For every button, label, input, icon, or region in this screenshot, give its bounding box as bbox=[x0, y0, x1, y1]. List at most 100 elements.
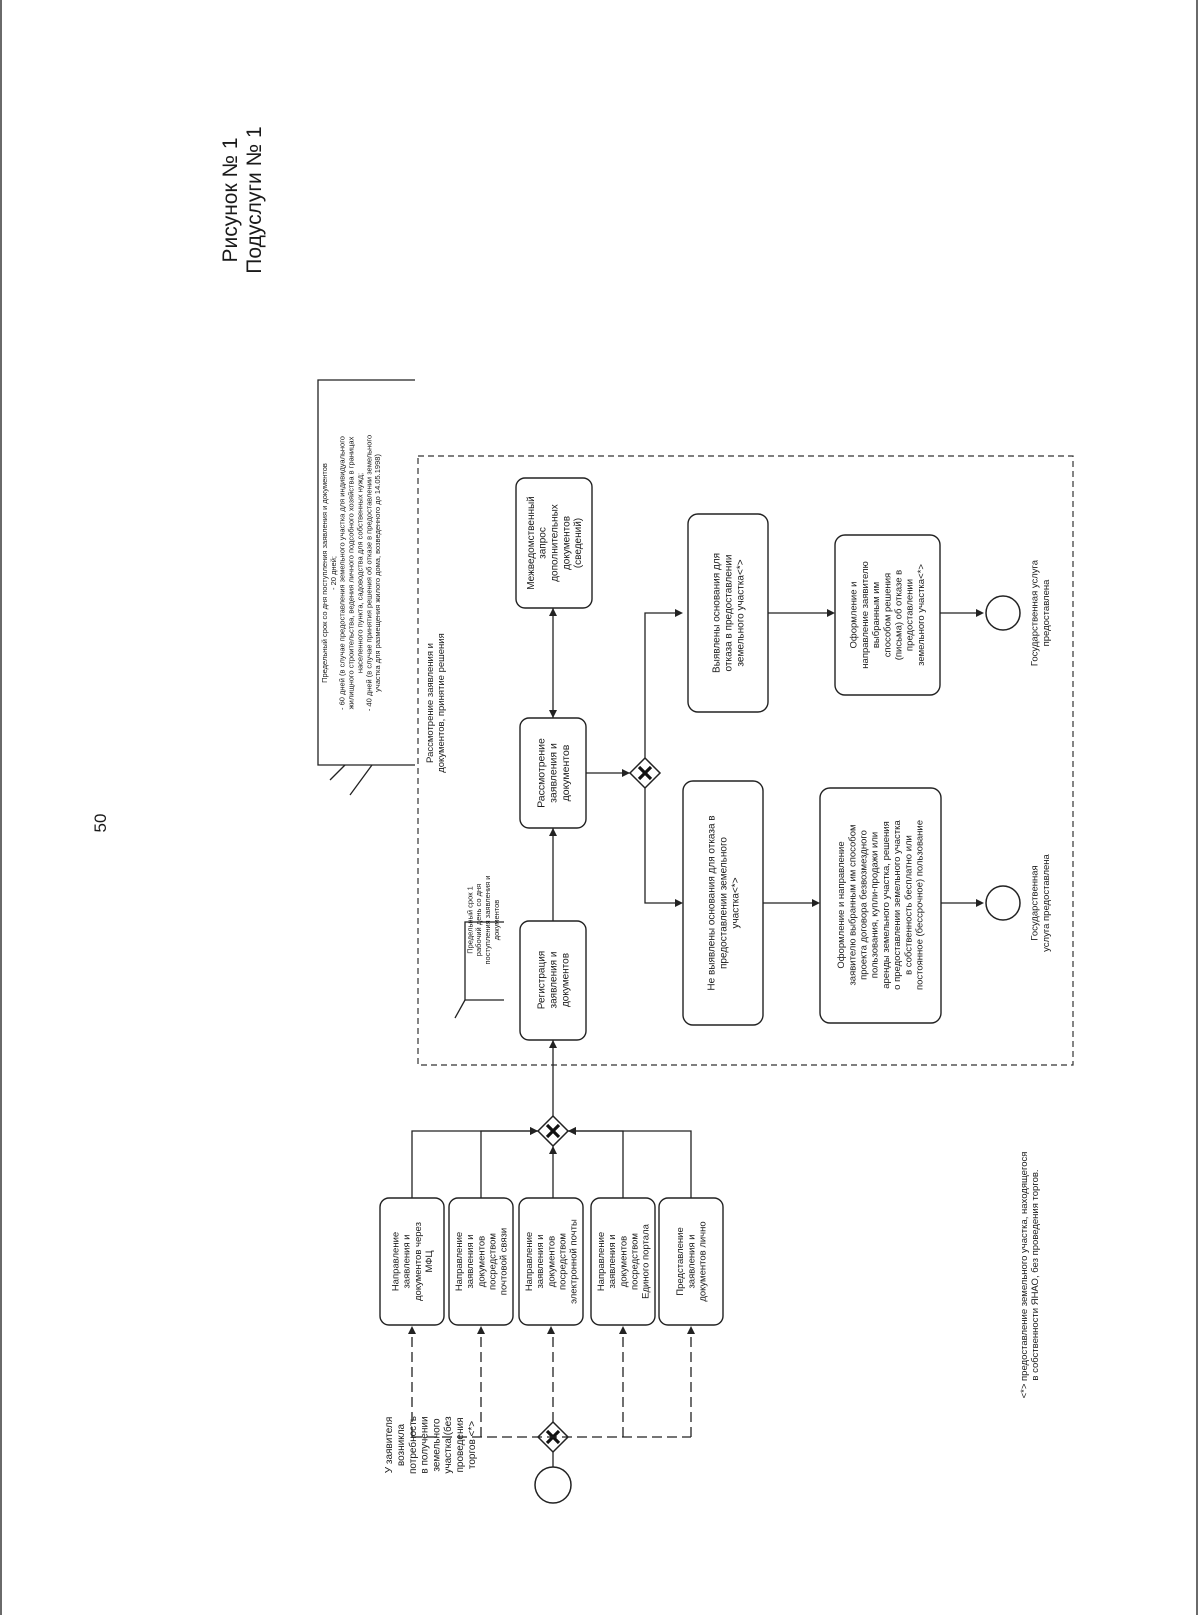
grant-result-label-line: постоянное (бессрочное) пользование bbox=[915, 820, 926, 990]
review-deadline-note-line: - 60 дней (в случае предоставления земел… bbox=[338, 436, 347, 710]
submission-channel-label-line: Единого портала bbox=[641, 1223, 652, 1298]
submission-channel-label-line: заявления и bbox=[535, 1234, 546, 1288]
review-pool-label-line: документов, принятие решения bbox=[436, 633, 447, 773]
submission-channel-label-line: Направление bbox=[454, 1232, 465, 1291]
grounds-label-line: отказа в предоставлении bbox=[724, 555, 735, 672]
refusal-result-label-line: предоставлении bbox=[905, 579, 916, 651]
submission-channel-label-line: заявления и bbox=[402, 1234, 413, 1288]
arrow-head bbox=[549, 608, 557, 616]
refusal-result-label-line: земельного участка<*> bbox=[916, 564, 927, 666]
refusal-result-label-line: Оформление и bbox=[849, 582, 860, 649]
interagency-request-label-line: Межведомственный bbox=[526, 496, 537, 590]
arrow-head bbox=[549, 828, 557, 836]
grant-result-label-line: о предоставлении земельного участка bbox=[892, 819, 903, 989]
arrow-head bbox=[675, 609, 683, 617]
registration-note-bracket bbox=[464, 921, 504, 1001]
registration-label-line: Регистрация bbox=[537, 951, 548, 1009]
submission-channel-label-line: документов bbox=[546, 1236, 557, 1287]
start-event-label-line: проведения bbox=[455, 1418, 466, 1473]
arrow-head bbox=[827, 609, 835, 617]
merge-gateway bbox=[536, 1114, 570, 1148]
review-label-line: Рассмотрение bbox=[535, 738, 547, 808]
review-deadline-note-line: Предельный срок со дня поступления заявл… bbox=[320, 463, 329, 683]
grant-result-label-line: аренды земельного участка, решения bbox=[881, 821, 892, 989]
start-event-circle bbox=[534, 1466, 572, 1504]
no-grounds-label-line: Не выявлены основания для отказа в bbox=[707, 815, 718, 990]
review-deadline-note-line: - 40 дней (в случае принятия решения об … bbox=[364, 435, 373, 711]
split-branch-arrow bbox=[408, 1326, 416, 1334]
review-label-line: документов bbox=[560, 744, 572, 801]
gateway-x-mark bbox=[545, 1123, 561, 1139]
start-event-label-line: потребность bbox=[407, 1416, 419, 1474]
arrow-head bbox=[976, 899, 984, 907]
merge-arrow bbox=[530, 1127, 538, 1135]
submission-channel-label-line: документов bbox=[618, 1236, 629, 1287]
registration-deadline-note-line: рабочий день со дня bbox=[474, 884, 483, 956]
arrow-head bbox=[549, 710, 557, 718]
page-edge-right bbox=[1196, 0, 1198, 1615]
split-branch-arrow bbox=[687, 1326, 695, 1334]
grant-result-label-line: Оформление и направление bbox=[836, 841, 847, 968]
submission-channel-label-line: Направление bbox=[524, 1232, 535, 1291]
submission-channel-label-line: Представление bbox=[675, 1227, 686, 1296]
start-event-label-line: земельного bbox=[431, 1418, 442, 1472]
interagency-request-label-line: запрос bbox=[538, 527, 549, 559]
submission-channel-label-line: посредством bbox=[630, 1233, 641, 1290]
interagency-request-label-line: документов bbox=[561, 516, 572, 570]
refusal-result-box bbox=[834, 534, 941, 696]
grant-result-label-line: в собственность бесплатно или bbox=[903, 835, 914, 975]
submission-channel-label-line: документов bbox=[476, 1236, 487, 1287]
merge-arrow bbox=[568, 1127, 576, 1135]
review-deadline-note-line: - 20 дней; bbox=[329, 556, 338, 590]
no-grounds-label-line: предоставлении земельного bbox=[719, 837, 730, 969]
split-branch-arrow bbox=[477, 1326, 485, 1334]
decision-gateway bbox=[628, 756, 662, 790]
submission-channel-label-line: МФЦ bbox=[424, 1250, 435, 1272]
registration-label-line: документов bbox=[560, 953, 571, 1007]
arrow-head bbox=[549, 1040, 557, 1048]
review-pool-frame bbox=[417, 455, 1074, 1066]
submission-channel-label-line: документов лично bbox=[698, 1221, 709, 1301]
end-event-label-line: Государственная услуга bbox=[1030, 559, 1041, 666]
refusal-result-label-line: выбранным им bbox=[871, 582, 882, 648]
page-number: 50 bbox=[91, 814, 110, 833]
start-event-label-line: торгов <*> bbox=[467, 1421, 478, 1469]
grant-result-box bbox=[819, 787, 942, 1024]
footnote: <*> предоставление земельного участка, н… bbox=[1019, 1152, 1041, 1399]
branch-grounds-line bbox=[644, 612, 677, 758]
submission-channel-label-line: заявления и bbox=[686, 1234, 697, 1288]
end-event-label-line: Государственная bbox=[1030, 865, 1041, 940]
review-deadline-note-line: населенного пункта, садоводства для собс… bbox=[355, 473, 364, 673]
submission-channel-label-line: заявления и bbox=[607, 1234, 618, 1288]
submission-channel-label-line: посредством bbox=[488, 1233, 499, 1290]
grant-result-label-line: заявителю выбранным им способом bbox=[847, 824, 858, 985]
refusal-result-label-line: способом решения bbox=[882, 573, 893, 657]
grounds-label-line: земельного участка<*> bbox=[735, 559, 746, 666]
grant-result-label-line: пользования, купли-продажи или bbox=[870, 832, 881, 978]
submission-channel-label-line: документов через bbox=[413, 1222, 424, 1301]
figure-title-line1: Рисунок № 1 bbox=[219, 137, 242, 262]
merge-arrow bbox=[549, 1146, 557, 1154]
merge-line bbox=[480, 1130, 538, 1198]
split-branch-arrow bbox=[547, 1326, 555, 1334]
review-deadline-note-line: жилищного строительства, ведения личного… bbox=[347, 436, 356, 709]
interagency-request-box bbox=[515, 477, 593, 609]
review-note-bracket bbox=[317, 379, 415, 766]
gateway-x-mark bbox=[637, 765, 653, 781]
review-note-leader bbox=[329, 764, 346, 781]
arrow-head bbox=[812, 899, 820, 907]
